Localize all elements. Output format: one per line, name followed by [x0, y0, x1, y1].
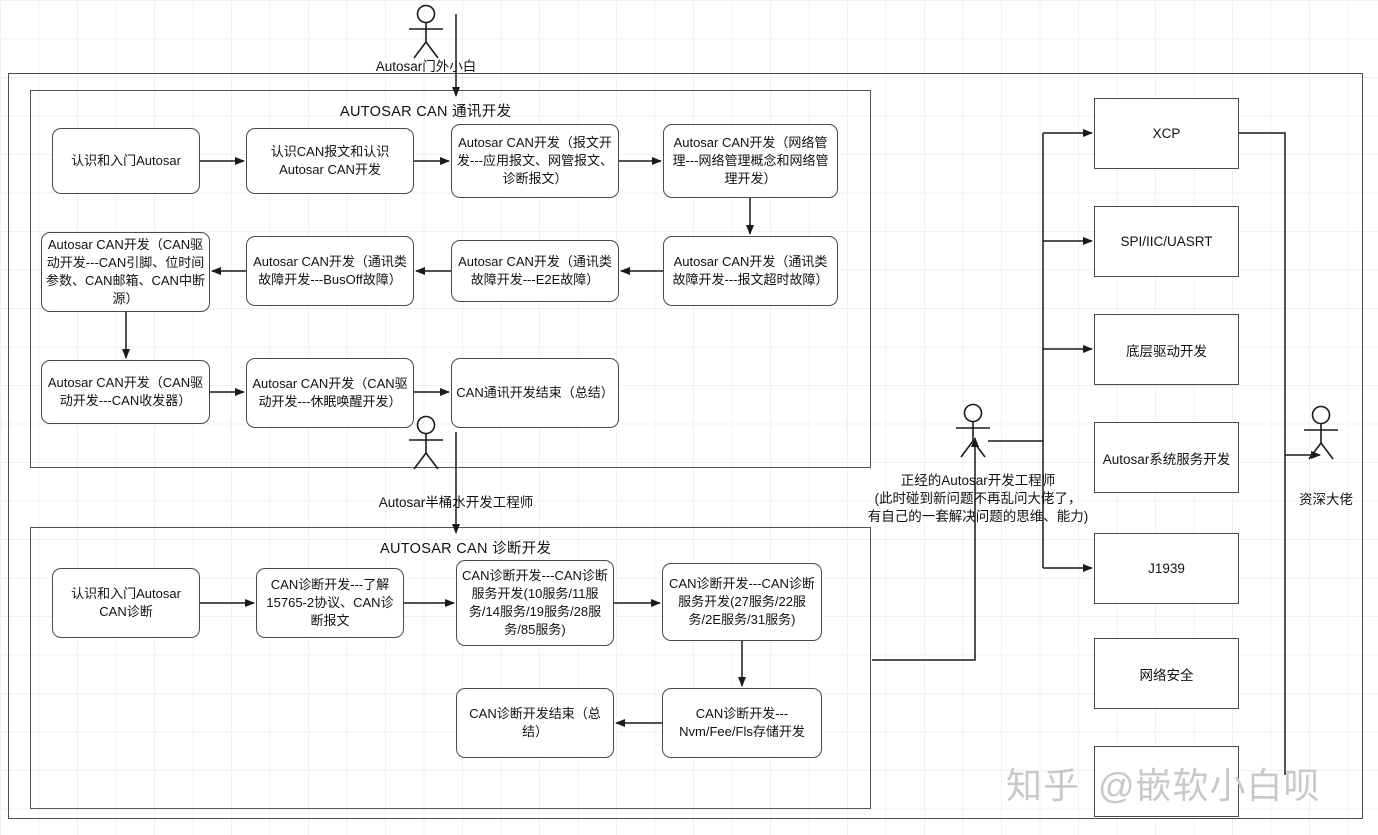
outer-frame: [8, 73, 1363, 819]
node-c2[interactable]: 认识CAN报文和认识Autosar CAN开发: [246, 128, 414, 194]
actor-half-engineer-label: Autosar半桶水开发工程师: [378, 495, 534, 510]
node-c6-label: Autosar CAN开发（通讯类故障开发---E2E故障）: [458, 254, 612, 287]
node-r3-label: 底层驱动开发: [1126, 343, 1207, 359]
actor-proper-engineer-label-1: 正经的Autosar开发工程师: [900, 473, 1056, 488]
node-c6[interactable]: Autosar CAN开发（通讯类故障开发---E2E故障）: [451, 240, 619, 302]
node-c8[interactable]: Autosar CAN开发（CAN驱动开发---CAN引脚、位时间参数、CAN邮…: [41, 232, 210, 312]
node-d6-label: CAN诊断开发结束（总结）: [469, 706, 601, 739]
node-c1-label: 认识和入门Autosar: [71, 153, 181, 169]
node-r2[interactable]: SPI/IIC/UASRT: [1094, 206, 1239, 277]
actor-novice-label: Autosar门外小白: [375, 59, 477, 74]
node-c4-label: Autosar CAN开发（网络管理---网络管理概念和网络管理开发）: [672, 135, 829, 186]
node-d3-label: CAN诊断开发---CAN诊断服务开发(10服务/11服务/14服务/19服务/…: [462, 568, 608, 637]
actor-proper-engineer: [947, 403, 1007, 459]
actor-half-engineer: [400, 415, 460, 471]
node-c7[interactable]: Autosar CAN开发（通讯类故障开发---BusOff故障）: [246, 236, 414, 306]
node-d3[interactable]: CAN诊断开发---CAN诊断服务开发(10服务/11服务/14服务/19服务/…: [456, 560, 614, 646]
node-d4[interactable]: CAN诊断开发---CAN诊断服务开发(27服务/22服务/2E服务/31服务): [662, 563, 822, 641]
node-r1[interactable]: XCP: [1094, 98, 1239, 169]
node-r3[interactable]: 底层驱动开发: [1094, 314, 1239, 385]
watermark-box: [1094, 746, 1239, 817]
node-c2-label: 认识CAN报文和认识Autosar CAN开发: [270, 144, 390, 177]
can-communication-group-title: AUTOSAR CAN 通讯开发: [340, 104, 512, 120]
actor-proper-engineer-label-2: (此时碰到新问题不再乱问大佬了，: [874, 491, 1082, 506]
node-r4[interactable]: Autosar系统服务开发: [1094, 422, 1239, 493]
node-d2-label: CAN诊断开发---了解15765-2协议、CAN诊断报文: [266, 577, 394, 628]
node-c3[interactable]: Autosar CAN开发（报文开发---应用报文、网管报文、诊断报文）: [451, 124, 619, 198]
node-r2-label: SPI/IIC/UASRT: [1120, 234, 1213, 249]
node-c5-label: Autosar CAN开发（通讯类故障开发---报文超时故障）: [672, 254, 829, 287]
actor-novice: [400, 4, 460, 60]
node-c11-label: CAN通讯开发结束（总结）: [456, 385, 614, 401]
can-diagnostics-group-title: AUTOSAR CAN 诊断开发: [380, 541, 552, 557]
node-r4-label: Autosar系统服务开发: [1102, 451, 1231, 467]
node-c3-label: Autosar CAN开发（报文开发---应用报文、网管报文、诊断报文）: [457, 135, 613, 186]
node-d6[interactable]: CAN诊断开发结束（总结）: [456, 688, 614, 758]
node-r6-label: 网络安全: [1139, 667, 1194, 683]
node-r6[interactable]: 网络安全: [1094, 638, 1239, 709]
node-c9-label: Autosar CAN开发（CAN驱动开发---CAN收发器）: [47, 375, 204, 408]
node-r5-label: J1939: [1148, 561, 1185, 576]
node-c9[interactable]: Autosar CAN开发（CAN驱动开发---CAN收发器）: [41, 360, 210, 424]
node-d1-label: 认识和入门Autosar CAN诊断: [71, 586, 181, 619]
node-d2[interactable]: CAN诊断开发---了解15765-2协议、CAN诊断报文: [256, 568, 404, 638]
can-communication-group: [30, 90, 871, 468]
actor-proper-engineer-label-3: 有自己的一套解决问题的思维、能力): [867, 509, 1089, 524]
node-c7-label: Autosar CAN开发（通讯类故障开发---BusOff故障）: [253, 254, 407, 287]
node-c4[interactable]: Autosar CAN开发（网络管理---网络管理概念和网络管理开发）: [663, 124, 838, 198]
node-d1[interactable]: 认识和入门Autosar CAN诊断: [52, 568, 200, 638]
actor-guru: [1295, 405, 1355, 461]
node-d4-label: CAN诊断开发---CAN诊断服务开发(27服务/22服务/2E服务/31服务): [669, 576, 815, 627]
node-c1[interactable]: 认识和入门Autosar: [52, 128, 200, 194]
node-d5-label: CAN诊断开发---Nvm/Fee/Fls存储开发: [679, 706, 805, 739]
node-c8-label: Autosar CAN开发（CAN驱动开发---CAN引脚、位时间参数、CAN邮…: [46, 237, 205, 306]
node-c10-label: Autosar CAN开发（CAN驱动开发---休眠唤醒开发）: [252, 376, 408, 409]
node-d5[interactable]: CAN诊断开发---Nvm/Fee/Fls存储开发: [662, 688, 822, 758]
node-c10[interactable]: Autosar CAN开发（CAN驱动开发---休眠唤醒开发）: [246, 358, 414, 428]
node-r1-label: XCP: [1152, 126, 1181, 141]
can-diagnostics-group: [30, 527, 871, 809]
node-c5[interactable]: Autosar CAN开发（通讯类故障开发---报文超时故障）: [663, 236, 838, 306]
node-c11[interactable]: CAN通讯开发结束（总结）: [451, 358, 619, 428]
actor-guru-label: 资深大佬: [1299, 492, 1353, 507]
node-r5[interactable]: J1939: [1094, 533, 1239, 604]
